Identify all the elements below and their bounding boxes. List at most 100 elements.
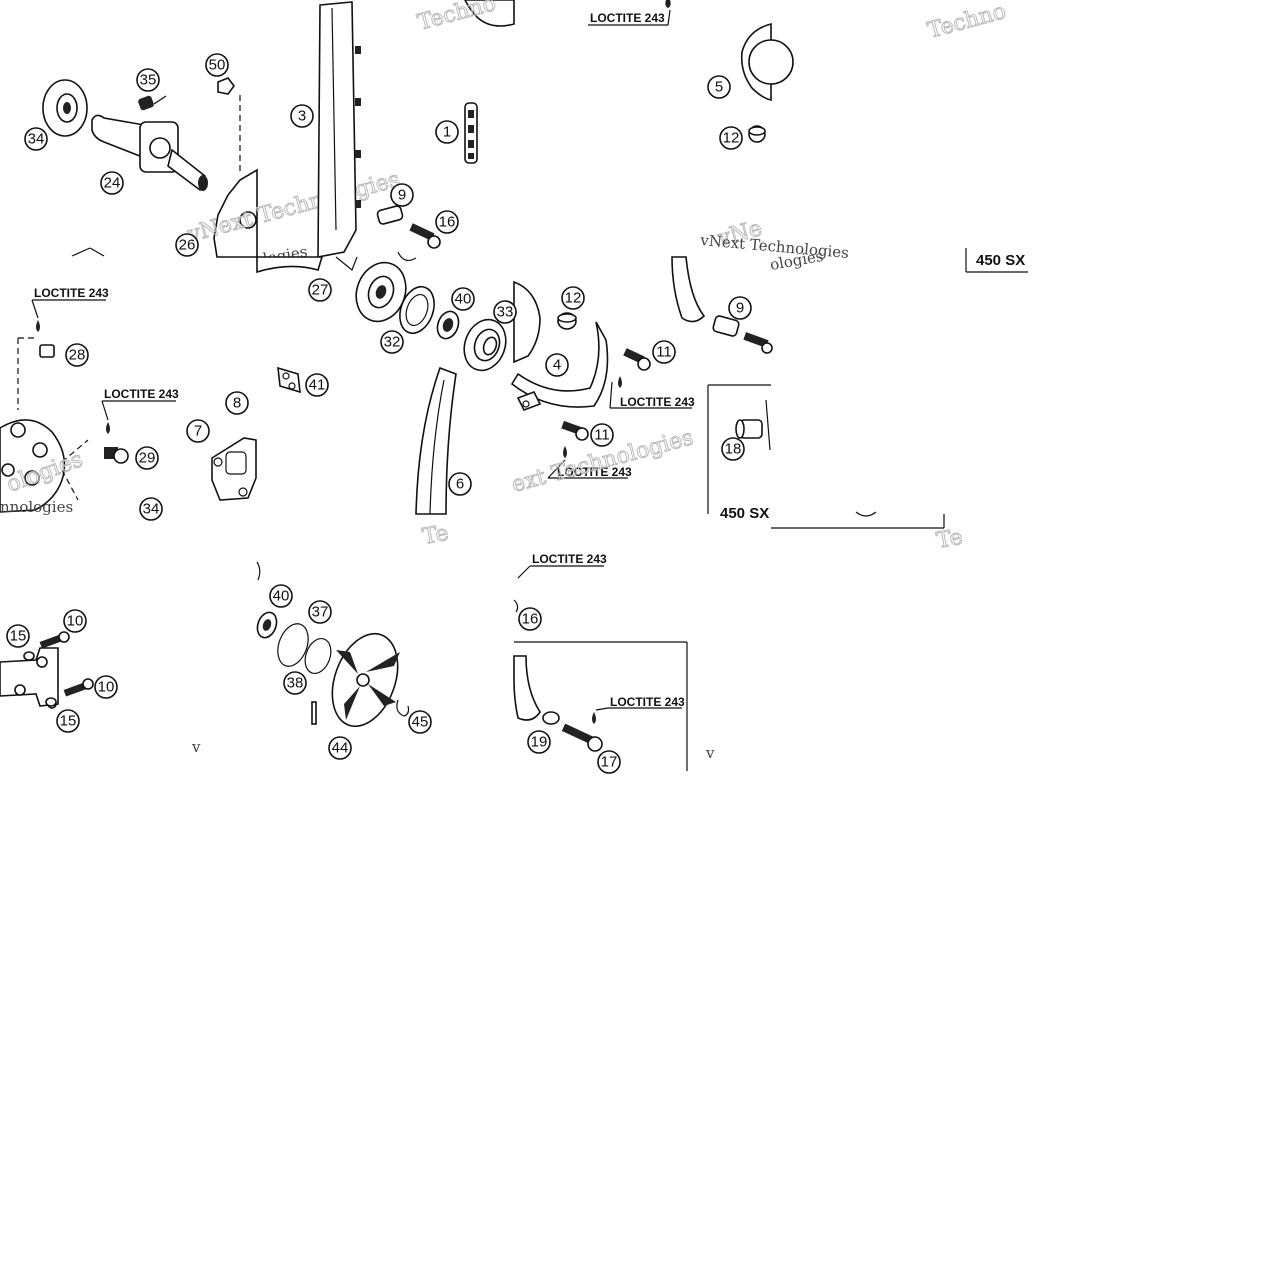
variant-box-frame [771,511,945,529]
callout-4: 4 [545,353,569,377]
callout-number: 27 [312,282,329,299]
bushing-12-mid [557,312,577,330]
callout-ring [305,373,329,397]
callout-ring [707,75,731,99]
gear-segment-r2c3 [513,280,541,364]
callout-9: 9 [390,183,414,207]
callout-27: 27 [308,278,332,302]
callout-number: 11 [594,427,610,444]
callout-12: 12 [561,286,585,310]
bearing-34-top [42,79,88,137]
screw-10-upper [23,631,70,661]
callout-number: 7 [194,423,202,440]
callout-number: 45 [412,714,429,731]
callout-1: 1 [435,120,459,144]
callout-ring [136,68,160,92]
water-pump-shaft-24 [91,114,208,192]
watermark-v-2: v [705,744,715,762]
callout-12: 12 [719,126,743,150]
callout-ring [63,609,87,633]
callout-ring [728,296,752,320]
callout-11: 11 [652,340,676,364]
variant-box-mid: 450 SX [707,384,771,522]
callout-number: 41 [309,377,326,394]
callout-layer: 1345678991010111112121515161617181924262… [6,53,752,774]
callout-number: 35 [140,72,157,89]
watermark-te-2: Te [935,525,965,554]
callout-28: 28 [65,343,89,367]
sleeve-9-top [376,205,404,225]
chain-guide-bottom-box [513,641,688,771]
callout-45: 45 [408,710,432,734]
callout-number: 33 [497,304,514,321]
watermark-v-1: v [191,738,201,756]
clip-41 [277,366,301,394]
sleeve-9-mid [712,315,773,354]
watermark-techno-1: Techno [415,0,499,36]
callout-number: 29 [139,450,156,467]
callout-7: 7 [186,419,210,443]
callout-number: 17 [601,754,618,771]
callout-ring [135,446,159,470]
callout-ring [175,233,199,257]
bearing-32 [355,261,407,323]
callout-19: 19 [527,730,551,754]
callout-ring [435,120,459,144]
callout-ring [186,419,210,443]
callout-ring [390,183,414,207]
callout-ring [6,624,30,648]
o-ring-37 [277,623,332,675]
callout-number: 34 [28,131,45,148]
callout-number: 40 [455,291,472,308]
chain-rail-6 [415,366,457,515]
callout-ring [527,730,551,754]
callout-number: 3 [298,108,306,125]
callout-number: 19 [531,734,548,751]
callout-5: 5 [707,75,731,99]
washer-ring [399,285,435,335]
bearing-33 [463,318,507,372]
callout-number: 5 [715,79,723,96]
callout-ring [380,330,404,354]
callout-ring [435,210,459,234]
callout-number: 16 [439,214,456,231]
loctite-label-1: LOCTITE 243 [590,11,665,25]
callout-ring [65,343,89,367]
circlip-45 [396,699,410,717]
callout-number: 10 [98,679,115,696]
callout-3: 3 [290,104,314,128]
seal-40-mid [436,310,460,340]
bushing-12-top [748,125,766,143]
callout-number: 6 [456,476,464,493]
callout-number: 50 [209,57,226,74]
callout-number: 1 [443,124,451,141]
callout-16: 16 [435,210,459,234]
loctite-29-group: LOCTITE 243 [101,387,179,464]
loctite-label-7: LOCTITE 243 [610,695,685,709]
callout-ring [652,340,676,364]
screw-17: LOCTITE 243 [561,695,685,752]
callout-9: 9 [728,296,752,320]
seal-40-bottom [256,561,278,639]
callout-16: 16 [518,607,542,631]
callout-ring [269,584,293,608]
loctite-label-5: LOCTITE 243 [557,465,632,479]
callout-number: 34 [143,501,160,518]
callout-11: 11 [590,423,614,447]
watermark-technologies-6: nnologies [0,498,73,516]
callout-number: 12 [565,290,582,307]
loctite-label-4: LOCTITE 243 [620,395,695,409]
screw-16-top [397,223,441,262]
callout-number: 8 [233,395,241,412]
gasket-7 [211,437,257,501]
variant-label-1: 450 SX [976,252,1025,269]
callout-40: 40 [269,584,293,608]
watermark-techno-2: Techno [925,0,1009,44]
guard-4 [510,321,609,412]
callout-ring [597,750,621,774]
loctite-label-3: LOCTITE 243 [104,387,179,401]
callout-15: 15 [6,624,30,648]
callout-ring [56,709,80,733]
callout-ring [451,287,475,311]
